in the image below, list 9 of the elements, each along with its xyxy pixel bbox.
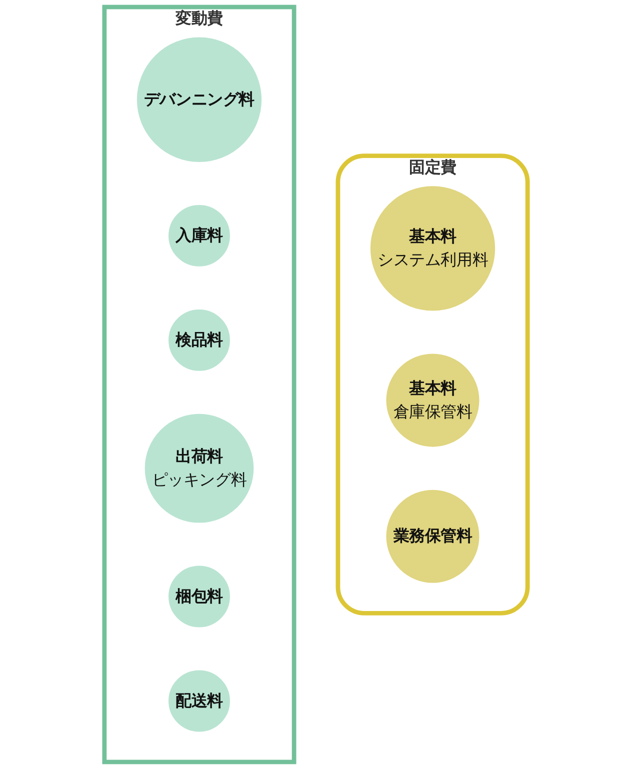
node-circle: 梱包料 — [168, 566, 230, 628]
node-circle: 配送料 — [168, 670, 230, 732]
node-circle: 検品料 — [168, 309, 230, 371]
node-circle: デバンニング料 — [136, 37, 262, 162]
node-circle: 出荷料 ピッキング料 — [144, 414, 254, 523]
node-circle: 基本料 倉庫保管料 — [386, 354, 480, 447]
node-circle: 基本料 システム利用料 — [370, 186, 496, 311]
node-circle: 業務保管料 — [386, 490, 480, 583]
node-circle: 入庫料 — [168, 204, 230, 266]
